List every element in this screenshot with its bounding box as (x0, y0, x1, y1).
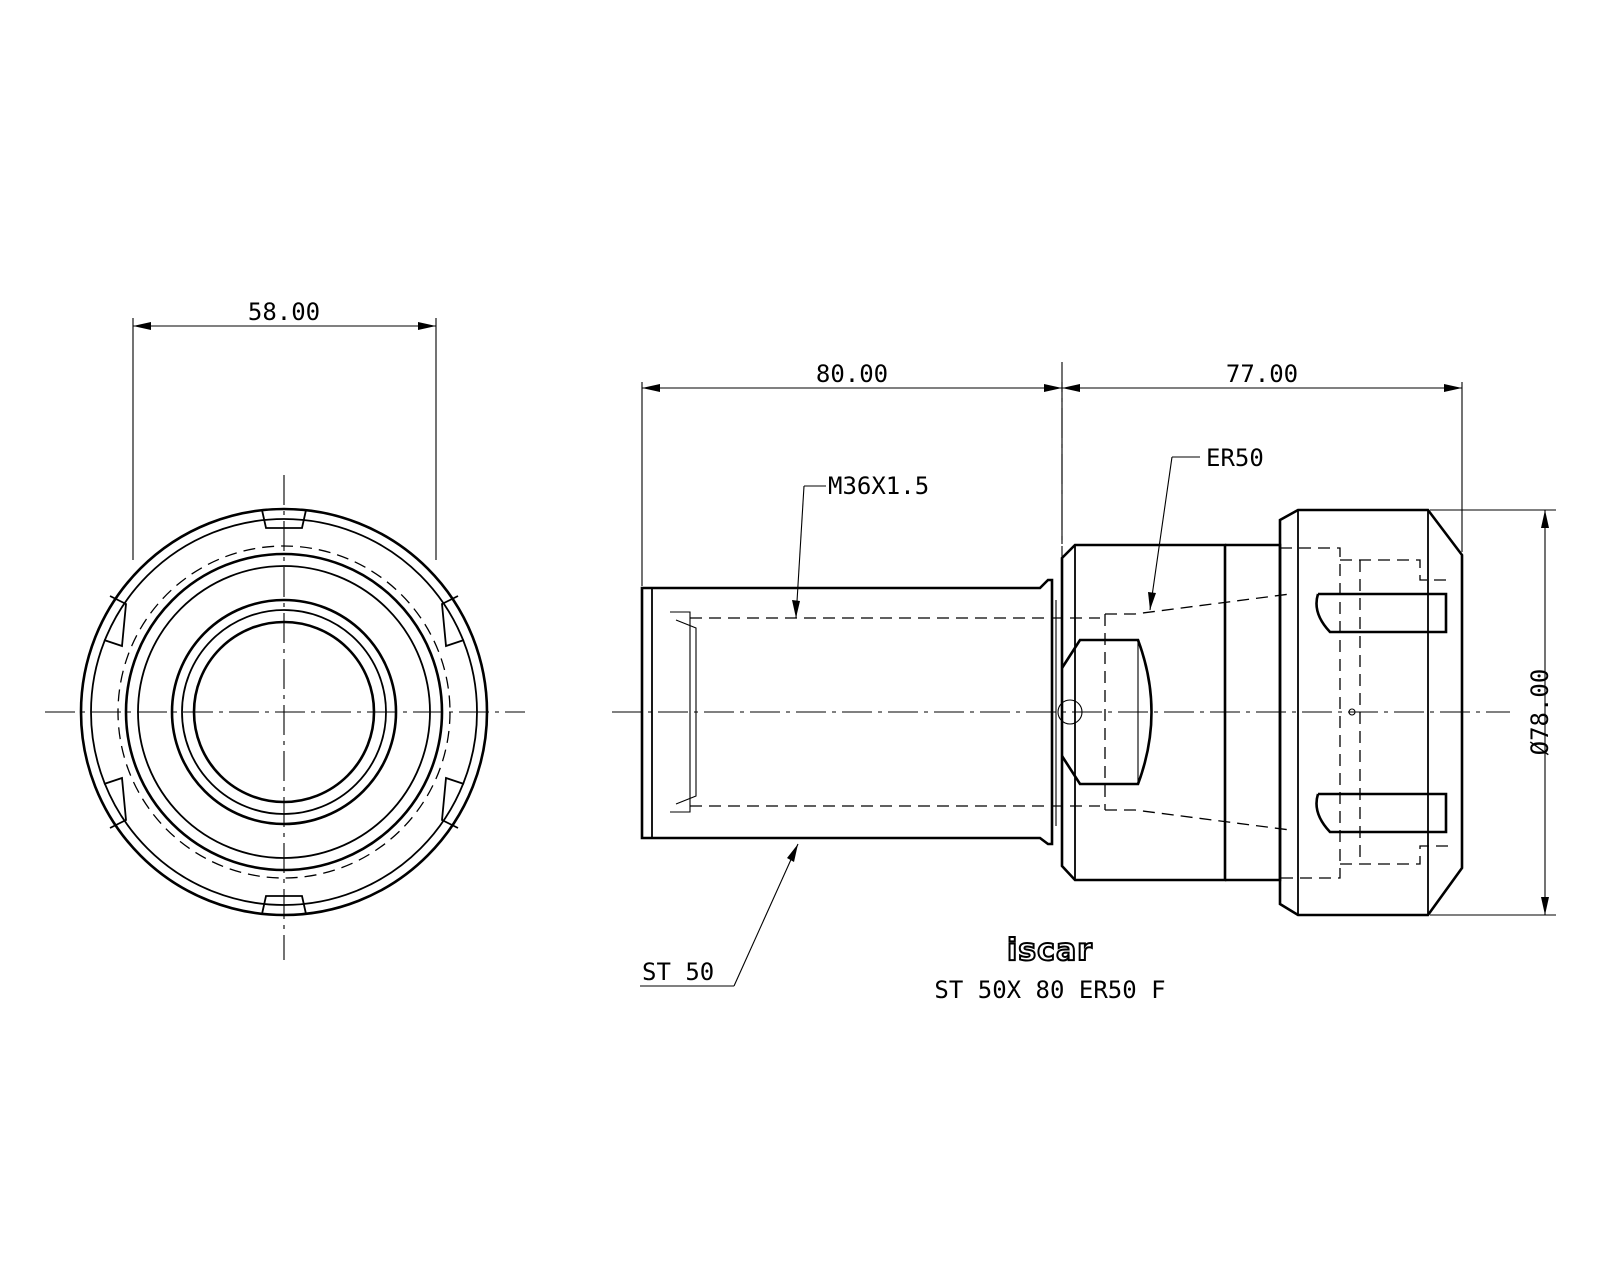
title-block: iscar ST 50X 80 ER50 F (934, 932, 1165, 1004)
shank (640, 578, 1100, 846)
nut-bore-ring (137, 565, 431, 859)
slot-top (261, 509, 307, 529)
slot-right-lower (441, 776, 465, 829)
dim-77-arrow-left (1062, 384, 1080, 392)
slot-left-upper (103, 595, 127, 648)
dim-77-label: 77.00 (1226, 360, 1298, 388)
collet-callout: ER50 (1206, 444, 1264, 472)
shank-outline (640, 578, 1054, 846)
shank-end-relief-inner (675, 619, 697, 805)
thread-leader (795, 485, 805, 619)
shank-callout: ST 50 (642, 958, 714, 986)
collet-leader (1149, 456, 1173, 611)
nut-hidden-bore (1280, 547, 1341, 879)
dim-80-arrow-right (1044, 384, 1062, 392)
nut-inner-face-circle (124, 552, 444, 872)
dim-58-label: 58.00 (248, 298, 320, 326)
collet-outer-circle (170, 598, 398, 826)
dim-80-label: 80.00 (816, 360, 888, 388)
nut-outline (1278, 508, 1464, 917)
part-number: ST 50X 80 ER50 F (934, 976, 1165, 1004)
dim-dia-arrow-bottom (1541, 897, 1549, 915)
thread-callout: M36X1.5 (828, 472, 929, 500)
thread-leader-arrow (792, 600, 800, 618)
nut-outer-inner-circle (90, 518, 478, 906)
collet-ring (181, 609, 387, 815)
collet-bore-circle (192, 620, 376, 804)
front-view: 58.00 (45, 298, 525, 960)
nut-outer-circle (79, 507, 489, 917)
nut-slot-top (1315, 592, 1448, 634)
wrench-slots (103, 509, 465, 915)
shank-leader-arrow (787, 844, 798, 862)
dim-dia-arrow-top (1541, 510, 1549, 528)
clamping-nut (1278, 508, 1464, 917)
taper-hidden-bottom (1105, 809, 1291, 831)
slot-left-lower (103, 776, 127, 829)
collet-leader-arrow (1148, 592, 1156, 610)
dim-58-arrow-left (133, 322, 151, 330)
nut-hidden-step-bottom (1340, 845, 1450, 865)
nut-hidden-circle (117, 545, 451, 879)
shank-end-relief (670, 611, 691, 813)
dim-77-arrow-right (1444, 384, 1462, 392)
side-view: 80.00 77.00 Ø78.00 M36X1.5 ER50 ST 50 (612, 360, 1556, 987)
brand-logo: iscar (1007, 933, 1093, 968)
dim-58-arrow-right (418, 322, 436, 330)
nut-slot-bottom (1315, 792, 1448, 834)
nut-center-mark (1348, 708, 1356, 716)
taper-hidden-top (1105, 593, 1291, 615)
slot-bottom (261, 895, 307, 915)
shank-leader (733, 843, 799, 987)
wrench-flat (1060, 638, 1153, 786)
nut-hidden-step-top (1340, 559, 1450, 581)
slot-right-upper (441, 595, 465, 648)
dim-80-arrow-left (642, 384, 660, 392)
dim-dia-label: Ø78.00 (1526, 669, 1554, 756)
set-screw (1057, 699, 1083, 725)
